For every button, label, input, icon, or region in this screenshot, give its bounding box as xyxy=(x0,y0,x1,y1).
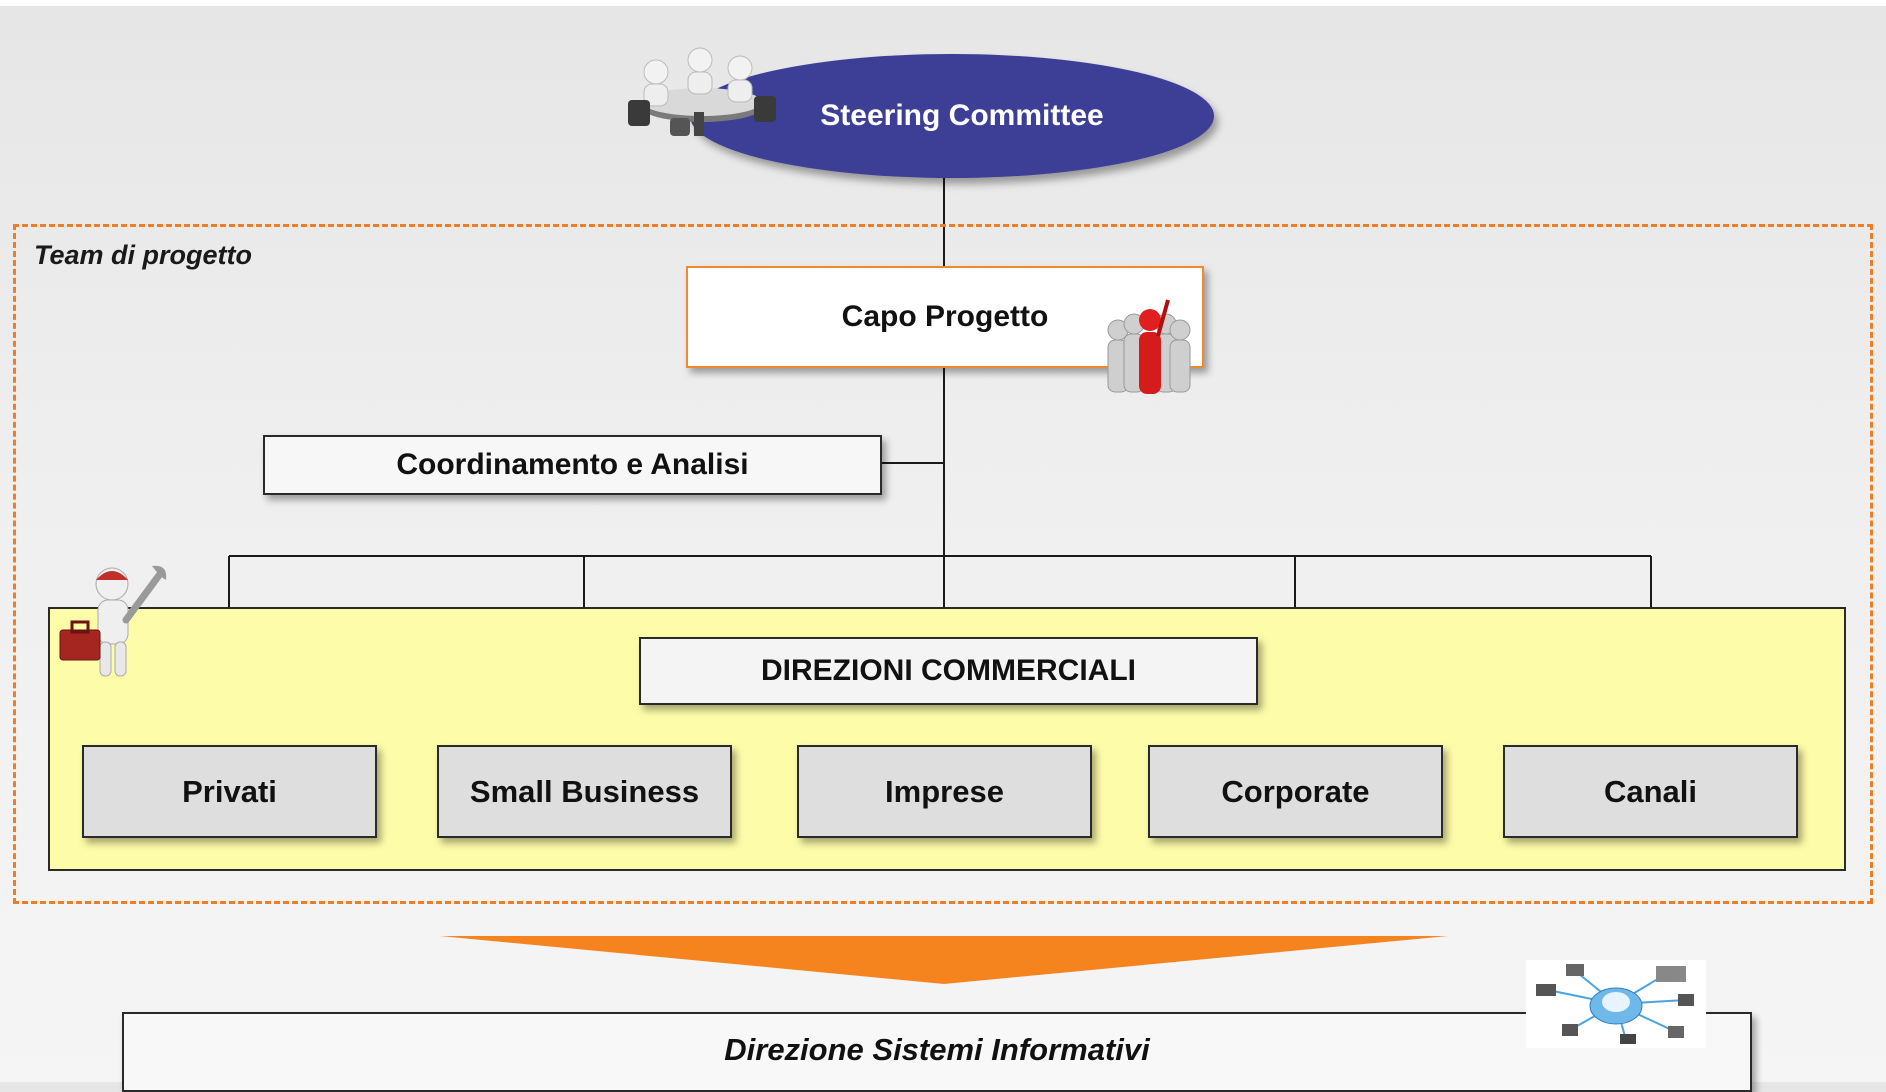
top-strip xyxy=(0,0,1886,6)
steering-committee-label: Steering Committee xyxy=(820,99,1104,132)
coordinamento-analisi-node: Coordinamento e Analisi xyxy=(263,435,882,495)
unit-label: Small Business xyxy=(469,773,700,809)
team-di-progetto-label: Team di progetto xyxy=(34,240,253,270)
team-di-progetto-frame xyxy=(13,224,1873,904)
worker-with-tools-icon xyxy=(59,565,167,677)
unit-imprese: Imprese xyxy=(797,745,1092,838)
unit-label: Imprese xyxy=(885,773,1004,809)
unit-label: Corporate xyxy=(1221,773,1370,809)
unit-small-business: Small Business xyxy=(437,745,732,838)
direzioni-commerciali-node: DIREZIONI COMMERCIALI xyxy=(639,637,1258,705)
unit-canali: Canali xyxy=(1503,745,1798,838)
meeting-table-icon xyxy=(628,47,776,136)
steering-committee-node: Steering Committee xyxy=(690,54,1214,178)
leader-figure-icon xyxy=(1107,299,1191,394)
direzione-sistemi-informativi-label: Direzione Sistemi Informativi xyxy=(724,1032,1150,1067)
direzioni-commerciali-label: DIREZIONI COMMERCIALI xyxy=(761,654,1136,687)
unit-privati: Privati xyxy=(82,745,377,838)
capo-progetto-label: Capo Progetto xyxy=(841,300,1049,333)
coordinamento-analisi-label: Coordinamento e Analisi xyxy=(396,448,749,481)
unit-corporate: Corporate xyxy=(1148,745,1443,838)
unit-label: Canali xyxy=(1603,773,1698,809)
unit-label: Privati xyxy=(182,773,277,809)
direzione-sistemi-informativi-node: Direzione Sistemi Informativi xyxy=(122,1012,1752,1092)
network-globe-icon xyxy=(1526,960,1706,1048)
